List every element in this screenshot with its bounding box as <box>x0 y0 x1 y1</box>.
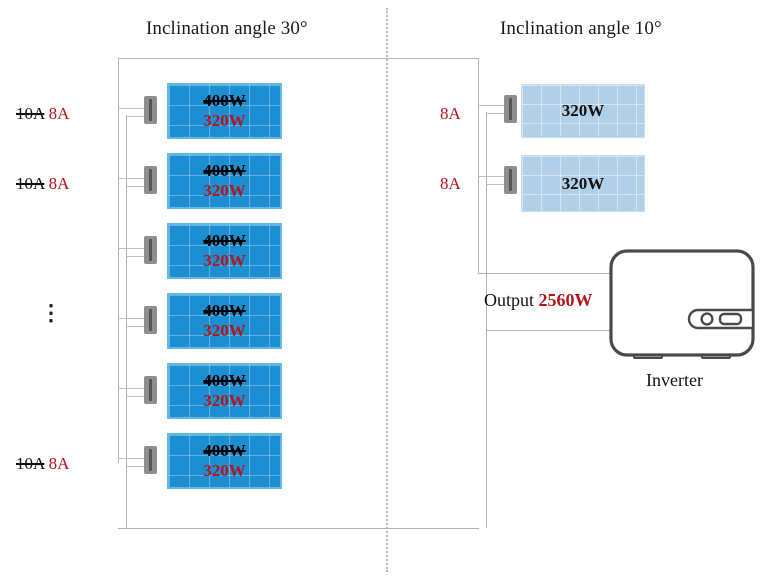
panel-old-power: 400W <box>203 441 246 461</box>
panel-lead <box>486 113 506 114</box>
solar-panel[interactable]: 400W 320W <box>167 83 282 139</box>
solar-panel[interactable]: 400W 320W <box>167 363 282 419</box>
bus-wire-right-outer <box>478 58 479 273</box>
panel-lead <box>478 176 506 177</box>
bus-wire-left-outer <box>118 58 119 463</box>
panel-lead <box>118 388 146 389</box>
junction-box <box>144 376 157 404</box>
current-old-value: 10A <box>16 174 45 193</box>
panel-lead <box>486 184 506 185</box>
current-label: 10A 8A <box>16 454 69 474</box>
panel-new-power: 320W <box>203 181 246 200</box>
panel-lead <box>118 108 146 109</box>
panel-lead <box>126 116 146 117</box>
junction-box <box>504 166 517 194</box>
output-value: 2560W <box>538 290 593 310</box>
solar-panel[interactable]: 320W <box>521 84 645 138</box>
right-array-title: Inclination angle 10° <box>500 18 662 39</box>
current-old-value: 10A <box>16 454 45 473</box>
solar-panel[interactable]: 400W 320W <box>167 223 282 279</box>
solar-panel[interactable]: 400W 320W <box>167 153 282 209</box>
panel-lead <box>118 248 146 249</box>
inverter-feed-wire-bottom <box>486 330 620 331</box>
bus-wire-bottom <box>118 528 479 529</box>
continuation-ellipsis: ⋮ <box>40 300 62 325</box>
junction-box <box>144 96 157 124</box>
panel-old-power: 400W <box>203 91 246 111</box>
junction-box <box>144 446 157 474</box>
panel-new-power: 320W <box>203 111 246 130</box>
current-label: 8A <box>440 174 461 193</box>
panel-new-power: 320W <box>203 391 246 410</box>
panel-new-power: 320W <box>203 251 246 270</box>
panel-lead <box>478 105 506 106</box>
panel-lead <box>126 396 146 397</box>
inverter-device[interactable] <box>606 246 758 366</box>
current-new-value: 8A <box>48 174 70 193</box>
panel-power: 320W <box>561 101 605 121</box>
current-old-value: 10A <box>16 104 45 123</box>
panel-lead <box>118 318 146 319</box>
panel-lead <box>118 458 146 459</box>
current-label: 10A 8A <box>16 174 69 194</box>
solar-panel[interactable]: 320W <box>521 155 645 212</box>
current-new-value: 8A <box>48 104 70 123</box>
inverter-caption: Inverter <box>646 370 703 390</box>
inverter-feed-wire-top <box>478 273 620 274</box>
bus-wire-right-inner <box>486 112 487 528</box>
current-label: 10A 8A <box>16 104 69 124</box>
panel-old-power: 400W <box>203 371 246 391</box>
panel-lead <box>126 326 146 327</box>
left-array-title: Inclination angle 30° <box>146 18 308 39</box>
output-label: Output 2560W <box>484 290 593 311</box>
solar-panel[interactable]: 400W 320W <box>167 293 282 349</box>
section-divider <box>386 8 388 572</box>
bus-wire-top <box>118 58 479 59</box>
junction-box <box>144 306 157 334</box>
bus-wire-left-inner <box>126 115 127 529</box>
panel-new-power: 320W <box>203 461 246 480</box>
panel-old-power: 400W <box>203 161 246 181</box>
junction-box <box>504 95 517 123</box>
panel-power: 320W <box>561 173 605 193</box>
panel-lead <box>126 186 146 187</box>
junction-box <box>144 236 157 264</box>
panel-lead <box>118 178 146 179</box>
panel-lead <box>126 256 146 257</box>
panel-lead <box>126 466 146 467</box>
current-label: 8A <box>440 104 461 123</box>
panel-old-power: 400W <box>203 231 246 251</box>
junction-box <box>144 166 157 194</box>
current-new-value: 8A <box>48 454 70 473</box>
solar-panel[interactable]: 400W 320W <box>167 433 282 489</box>
panel-new-power: 320W <box>203 321 246 340</box>
output-label-text: Output <box>484 290 535 310</box>
panel-old-power: 400W <box>203 301 246 321</box>
